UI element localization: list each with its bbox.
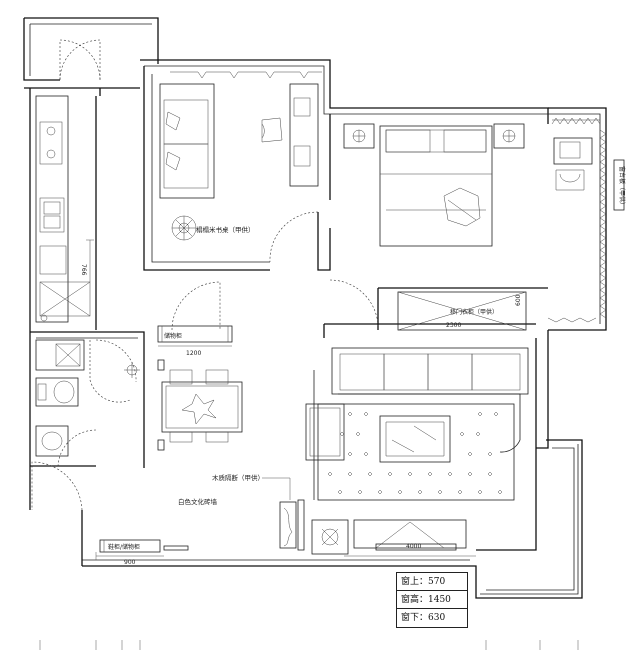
partition-leader (262, 477, 291, 500)
wardrobe-label: 移门衣柜（甲供） (450, 308, 498, 316)
study-desk-label: 榻榻米书桌（甲供） (196, 225, 255, 234)
balcony-dimension: 900 (124, 559, 136, 566)
feature-wall-label: 白色文化砖墙 (178, 497, 218, 506)
wood-partition-label: 木质隔断（甲供） (212, 473, 264, 482)
kitchen (35, 95, 94, 323)
tv-wall-dimension: 4000 (406, 543, 421, 550)
bottom-ticks (39, 640, 579, 650)
bottom-corridor (95, 539, 189, 560)
dining-length-dimension: 1200 (186, 350, 201, 357)
study-room (159, 71, 322, 241)
outer-walls (23, 17, 607, 599)
wardrobe-width-dimension: 2300 (446, 322, 461, 329)
corridor-cabinet-label: 鞋柜/储物柜 (108, 543, 140, 551)
window-info-box: 窗上：570 窗高：1450 窗下：630 (396, 572, 468, 628)
sill-board-label: 窗台板（甲供） (618, 166, 626, 208)
bathroom (35, 339, 140, 457)
interior-walls (30, 66, 548, 500)
living-room (279, 347, 529, 557)
bedroom (343, 117, 625, 331)
dining-cabinet-label: 储物柜 (164, 332, 182, 340)
window-height-value: 窗高：1450 (397, 591, 467, 609)
dining (157, 325, 243, 451)
kitchen-depth-dimension: 766 (80, 264, 87, 276)
wardrobe-depth-dimension: 600 (515, 294, 522, 306)
window-bottom-value: 窗下：630 (401, 613, 446, 623)
window-top-value: 窗上：570 (397, 573, 467, 591)
doors (31, 39, 379, 511)
